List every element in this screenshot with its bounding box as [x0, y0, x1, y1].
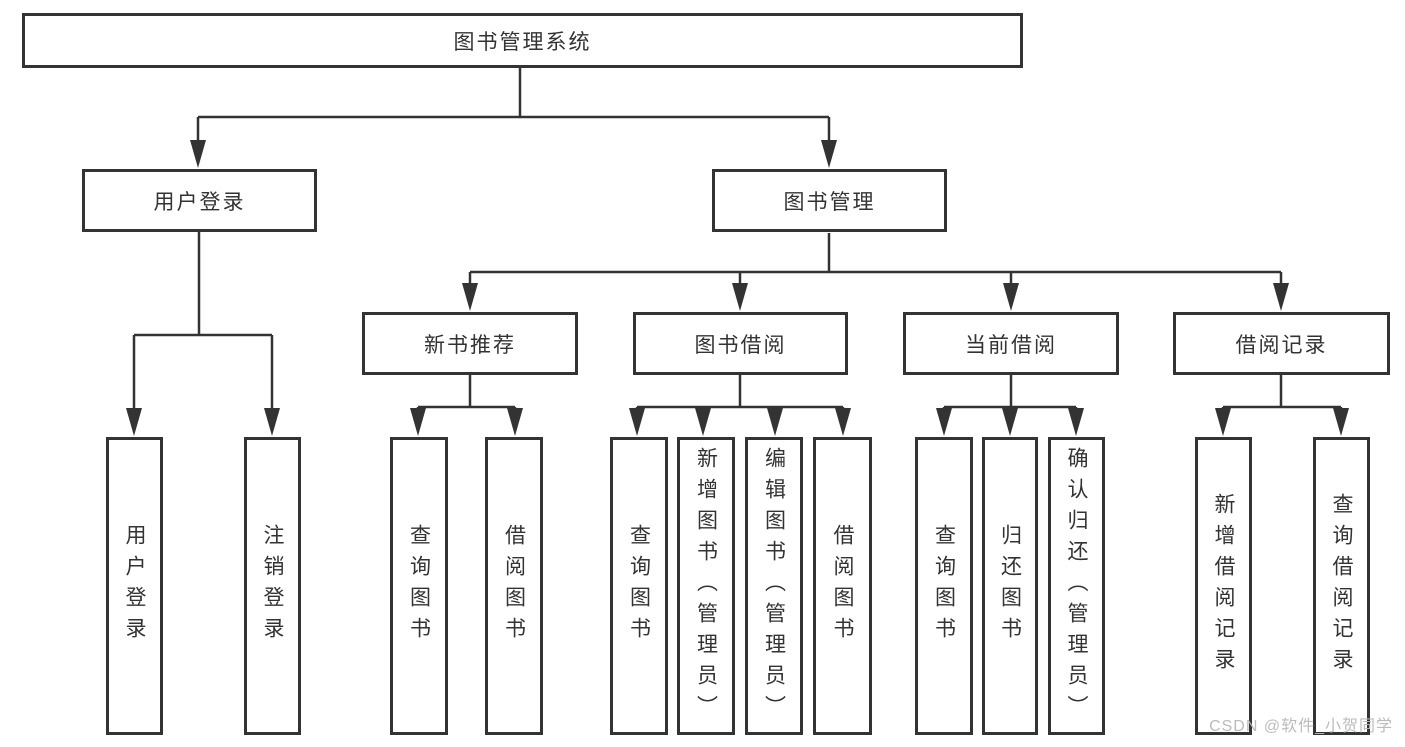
node-library-system-label: 图书管理系统	[453, 30, 592, 54]
node-borrow-records-label: 借阅记录	[1235, 333, 1328, 357]
node-current-borrow-label: 当前借阅	[965, 333, 1057, 357]
node-user-login: 用户登录	[82, 169, 317, 232]
connector-book-borrow	[629, 375, 851, 436]
node-book-borrow-label: 图书借阅	[694, 333, 787, 357]
connector-new-book-recommend	[410, 375, 523, 436]
leaf-add-borrow-record: 新增借阅记录	[1195, 437, 1252, 735]
leaf-query-books-borrow: 查询图书	[610, 437, 668, 735]
node-current-borrow: 当前借阅	[903, 312, 1119, 375]
node-new-book-recommend-label: 新书推荐	[424, 333, 516, 357]
connector-borrow-records	[1215, 375, 1349, 436]
node-user-login-label: 用户登录	[153, 190, 246, 214]
leaf-query-borrow-record-label: 查询借阅记录	[1330, 493, 1353, 679]
leaf-query-books-borrow-label: 查询图书	[627, 524, 651, 648]
leaf-add-borrow-record-label: 新增借阅记录	[1212, 493, 1235, 679]
leaf-return-book-label: 归还图书	[998, 524, 1022, 648]
node-book-borrow: 图书借阅	[633, 312, 848, 375]
leaf-user-login: 用户登录	[106, 437, 163, 735]
leaf-add-book-admin-label: 新增图书（管理员）	[694, 446, 718, 726]
leaf-borrow-books-borrow: 借阅图书	[813, 437, 872, 735]
leaf-confirm-return-admin: 确认归还（管理员）	[1048, 437, 1105, 735]
leaf-confirm-return-admin-label: 确认归还（管理员）	[1065, 446, 1088, 726]
connector-root	[190, 68, 837, 168]
connector-current-borrow	[936, 375, 1084, 436]
leaf-user-login-label: 用户登录	[123, 524, 146, 648]
leaf-query-books-recommend: 查询图书	[390, 437, 448, 735]
leaf-borrow-books-borrow-label: 借阅图书	[831, 524, 854, 648]
leaf-query-borrow-record: 查询借阅记录	[1313, 437, 1370, 735]
leaf-logout: 注销登录	[244, 437, 301, 735]
node-new-book-recommend: 新书推荐	[362, 312, 578, 375]
connector-book-management	[462, 233, 1289, 311]
watermark: CSDN @软件_小贺同学	[1209, 718, 1393, 735]
leaf-edit-book-admin: 编辑图书（管理员）	[745, 437, 803, 735]
node-library-system: 图书管理系统	[22, 13, 1023, 68]
node-borrow-records: 借阅记录	[1173, 312, 1390, 375]
connector-user-login	[126, 232, 280, 436]
leaf-logout-label: 注销登录	[261, 524, 284, 648]
leaf-query-books-current-label: 查询图书	[932, 524, 956, 648]
node-book-management: 图书管理	[712, 169, 947, 232]
leaf-borrow-books-recommend: 借阅图书	[485, 437, 543, 735]
leaf-edit-book-admin-label: 编辑图书（管理员）	[762, 446, 786, 726]
node-book-management-label: 图书管理	[783, 190, 876, 214]
leaf-query-books-recommend-label: 查询图书	[407, 524, 431, 648]
leaf-return-book: 归还图书	[982, 437, 1038, 735]
leaf-query-books-current: 查询图书	[915, 437, 973, 735]
leaf-add-book-admin: 新增图书（管理员）	[677, 437, 735, 735]
leaf-borrow-books-recommend-label: 借阅图书	[502, 524, 526, 648]
